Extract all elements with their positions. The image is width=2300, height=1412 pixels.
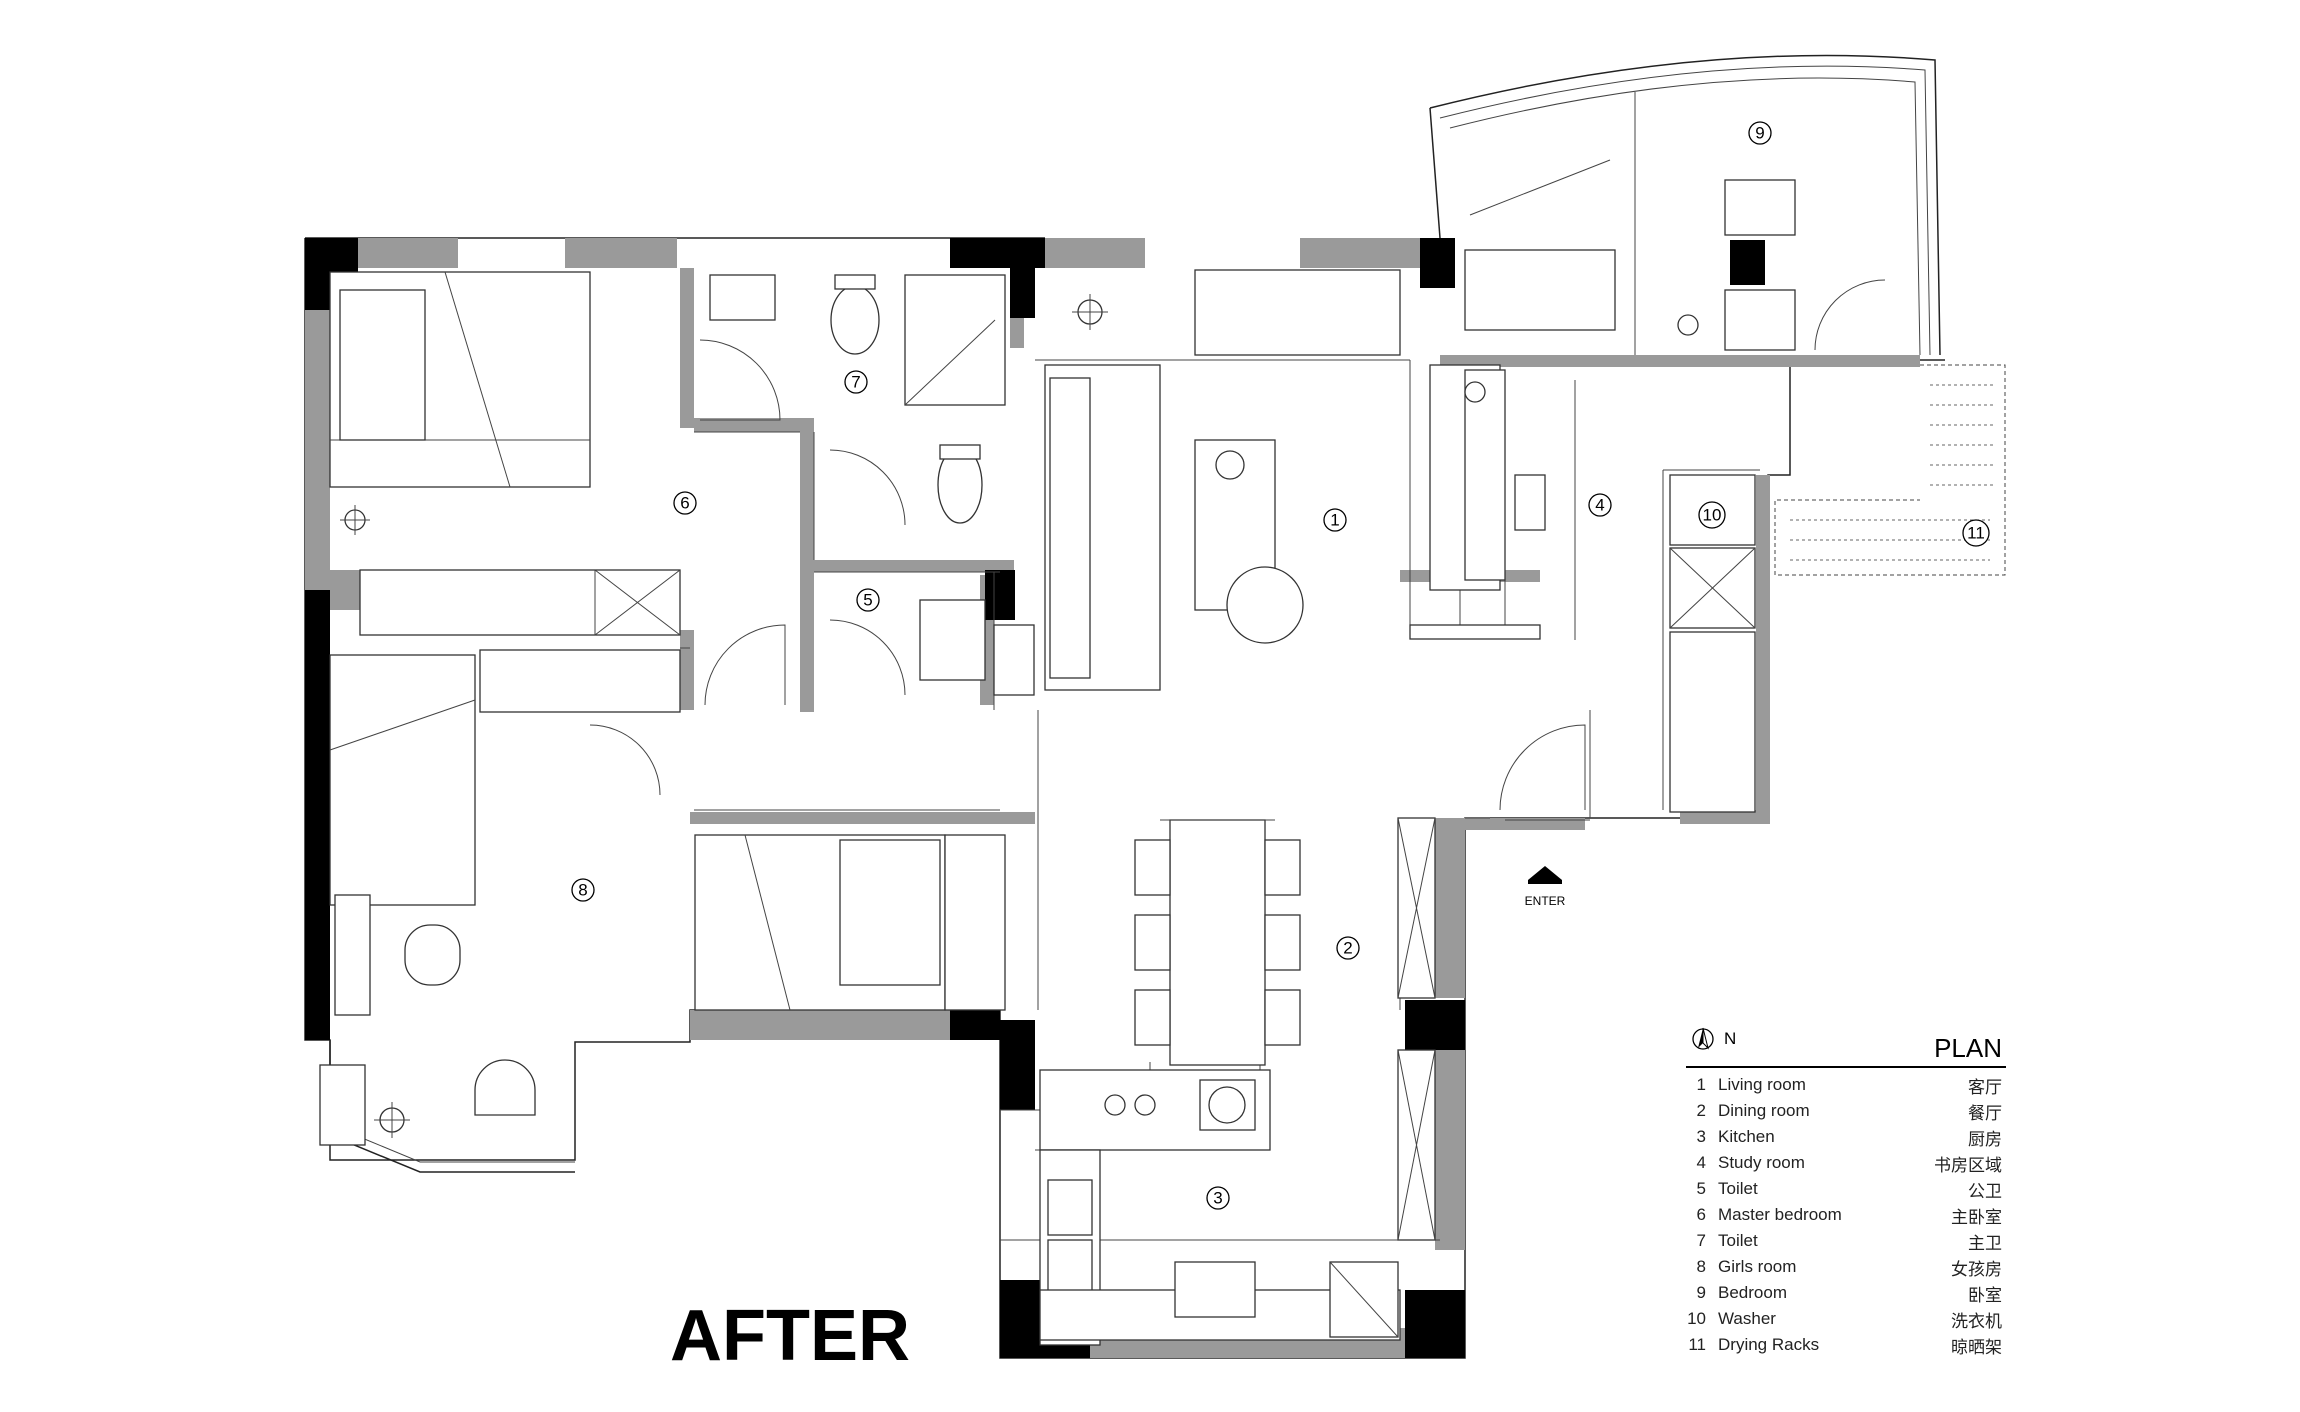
study-furniture	[1409, 369, 1576, 640]
legend-title: PLAN	[1934, 1033, 2002, 1063]
north-label: N	[1724, 1029, 1737, 1048]
entry-marker: ENTER	[1525, 866, 1566, 908]
svg-text:3: 3	[1213, 1189, 1222, 1208]
toilet-7-fixtures	[709, 274, 1006, 406]
girls-room-furniture	[319, 649, 681, 1146]
washer-cabinets	[1669, 474, 1756, 813]
room-9-bay	[1429, 54, 1941, 356]
room-marker-3: 3	[1206, 1186, 1230, 1210]
legend-header: N PLAN	[1686, 1020, 2006, 1068]
room-marker-1: 1	[1323, 508, 1347, 532]
svg-text:10: 10	[1703, 506, 1722, 525]
doors	[589, 339, 1586, 811]
svg-text:7: 7	[851, 373, 860, 392]
svg-text:9: 9	[1755, 124, 1764, 143]
svg-text:8: 8	[578, 881, 587, 900]
svg-text:2: 2	[1343, 939, 1352, 958]
room-marker-8: 8	[571, 878, 595, 902]
plan-after-title: AFTER	[670, 1296, 910, 1376]
svg-text:6: 6	[680, 494, 689, 513]
master-bed	[329, 271, 591, 488]
toilet-5-fixtures	[829, 444, 1035, 696]
svg-text:1: 1	[1330, 511, 1339, 530]
north-indicator: N	[1692, 1026, 1736, 1052]
room-marker-5: 5	[856, 588, 880, 612]
small-bedroom-furniture	[694, 834, 1006, 1011]
room-9-furniture	[1464, 179, 1886, 351]
room-marker-2: 2	[1336, 936, 1360, 960]
room-marker-6: 6	[673, 491, 697, 515]
room-marker-11: 11	[1962, 519, 1990, 547]
room-marker-9: 9	[1748, 121, 1772, 145]
room-marker-4: 4	[1588, 493, 1612, 517]
svg-text:11: 11	[1967, 524, 1985, 543]
wardrobe-6	[359, 569, 681, 636]
light-fixtures	[340, 294, 1699, 1138]
svg-text:4: 4	[1595, 496, 1604, 515]
north-arrow-icon	[1692, 1027, 1714, 1050]
dining-table	[1134, 819, 1301, 1066]
kitchen-fixtures	[1039, 1069, 1401, 1346]
living-furniture	[1044, 269, 1501, 691]
drying-racks	[1774, 364, 2006, 576]
room-marker-7: 7	[844, 370, 868, 394]
room-marker-10: 10	[1698, 501, 1726, 529]
tall-cabinets	[1397, 817, 1436, 1241]
svg-text:5: 5	[863, 591, 872, 610]
svg-text:ENTER: ENTER	[1525, 894, 1566, 908]
room-number-markers: 1 2 3 4 5 6 7 8 9 10 11	[571, 121, 1990, 1210]
